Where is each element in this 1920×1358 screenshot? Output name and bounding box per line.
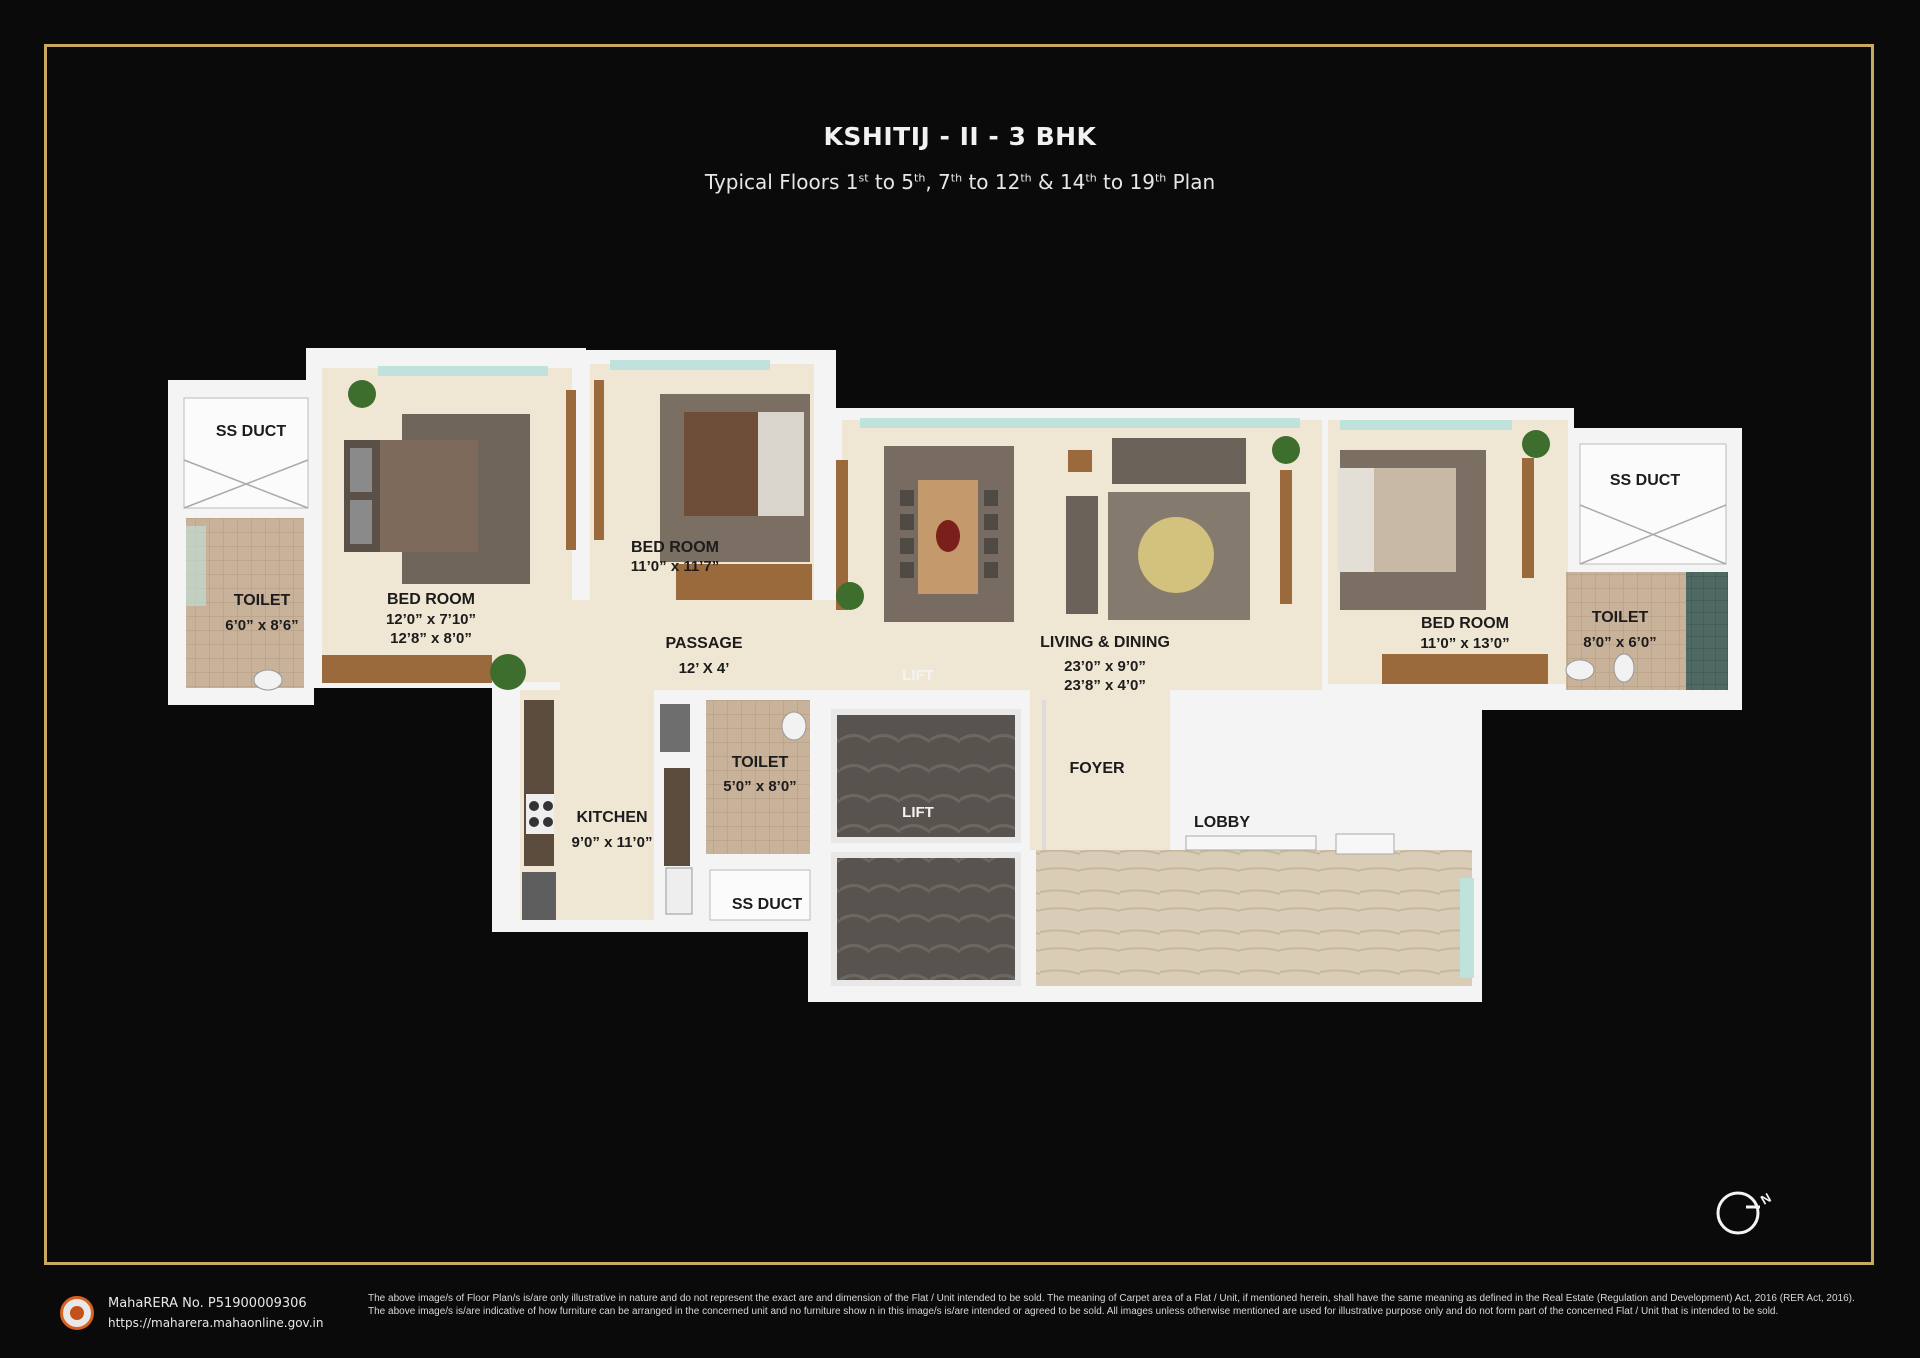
toilet-mid-dim: 5’0” x 8’0” [723, 778, 796, 795]
toilet-left-label: TOILET [234, 592, 291, 609]
bedroom-1-furniture [322, 366, 576, 690]
lift-shafts [831, 700, 1046, 986]
toilet-right-label: TOILET [1592, 609, 1649, 626]
foyer-label: FOYER [1069, 760, 1125, 777]
rera-number: MahaRERA No. P51900009306 [108, 1296, 307, 1311]
living-dining-label: LIVING & DINING [1040, 634, 1170, 651]
disclaimer-text: The above image/s of Floor Plan/s is/are… [368, 1293, 1855, 1317]
living-dining-dim-1: 23’0” x 9’0” [1064, 658, 1146, 675]
bedroom-1-dim-1: 12’0” x 7’10” [386, 611, 476, 628]
ss-duct-mid [709, 869, 811, 921]
lobby-label: LOBBY [1194, 814, 1250, 831]
ss-duct-right-label: SS DUCT [1610, 472, 1680, 489]
passage-label: PASSAGE [665, 635, 742, 652]
kitchen-label: KITCHEN [576, 809, 647, 826]
plan-title: KSHITIJ - II - 3 BHK [823, 122, 1097, 151]
toilet-right-dim: 8’0” x 6’0” [1583, 634, 1656, 651]
plan-subtitle: Typical Floors 1st to 5th, 7th to 12th &… [704, 170, 1216, 194]
north-compass-icon: N [1716, 1190, 1774, 1235]
bedroom-3-furniture [1338, 420, 1550, 684]
rera-url: https://maharera.mahaonline.gov.in [108, 1316, 324, 1330]
kitchen-dim: 9’0” x 11’0” [572, 834, 653, 851]
bedroom-1-dim-2: 12’8” x 8’0” [390, 630, 472, 647]
compass-north-label: N [1758, 1190, 1774, 1208]
lift-faint-label: LIFT [902, 667, 934, 684]
bedroom-3-label: BED ROOM [1421, 615, 1509, 632]
lift-label: LIFT [902, 804, 934, 821]
lobby-vents [1185, 833, 1474, 978]
ss-duct-right [1579, 443, 1727, 565]
living-dining-dim-2: 23’8” x 4’0” [1064, 677, 1146, 694]
bedroom-2-furniture [594, 360, 812, 600]
fixtures [186, 526, 1635, 920]
maharera-logo-icon [60, 1296, 94, 1330]
toilet-mid-label: TOILET [732, 754, 789, 771]
ss-duct-left [183, 397, 309, 509]
passage-dim: 12’ X 4’ [679, 660, 730, 677]
gold-frame [44, 44, 1874, 1265]
toilet-left-dim: 6’0” x 8’6” [225, 617, 298, 634]
ss-duct-mid-label: SS DUCT [732, 896, 802, 913]
ss-duct-left-label: SS DUCT [216, 423, 286, 440]
living-dining-furniture [836, 418, 1300, 622]
bedroom-2-label: BED ROOM [631, 539, 719, 556]
bedroom-3-dim: 11’0” x 13’0” [1420, 635, 1509, 652]
bedroom-1-label: BED ROOM [387, 591, 475, 608]
bedroom-2-dim: 11’0” x 11’7” [631, 558, 719, 575]
